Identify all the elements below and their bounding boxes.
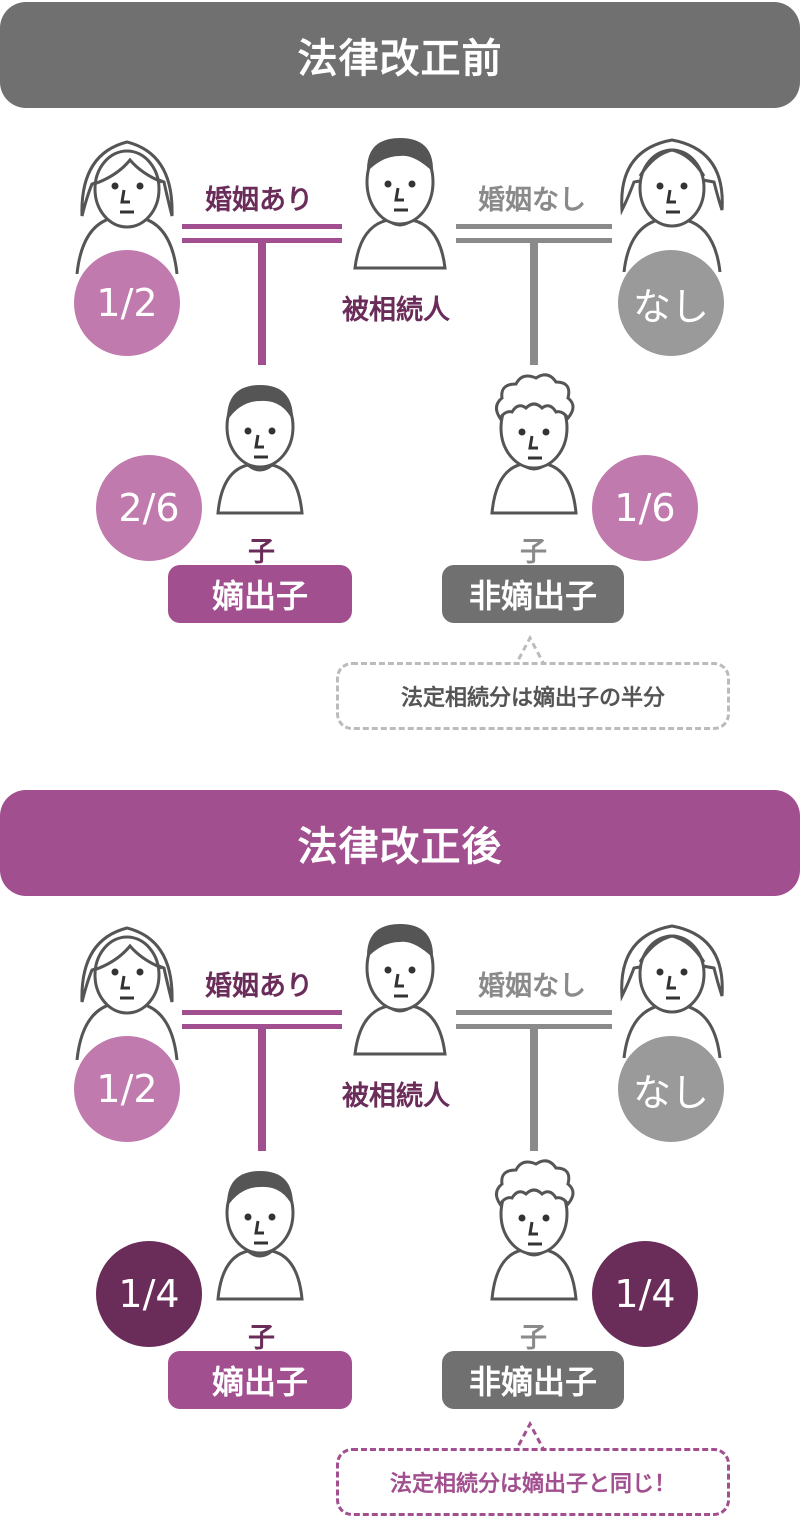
unmarried-line-bottom — [456, 1024, 612, 1029]
legit-child-share: 1/4 — [118, 1272, 180, 1316]
illegit-child-label: 子 — [520, 537, 547, 568]
spouse-share: 1/2 — [96, 281, 158, 325]
illegit-tag-label: 非嫡出子 — [468, 1363, 597, 1401]
spouse-share-circle: 1/2 — [74, 250, 180, 356]
married-line-bottom — [182, 1024, 342, 1029]
partner-share-circle: なし — [618, 1036, 724, 1142]
illegit-child-share-circle: 1/4 — [592, 1241, 698, 1347]
note-box: 法定相続分は嫡出子の半分 — [336, 662, 730, 730]
deceased-label: 被相続人 — [342, 1081, 450, 1112]
legit-child-icon — [216, 1171, 304, 1301]
legit-child-label: 子 — [248, 1323, 275, 1354]
legit-child-icon — [216, 385, 304, 515]
unmarried-label: 婚姻なし — [478, 185, 586, 216]
illegit-tag: 非嫡出子 — [442, 565, 624, 623]
unmarried-line-top — [456, 1010, 612, 1015]
deceased-label: 被相続人 — [342, 295, 450, 326]
married-line-bottom — [182, 238, 342, 243]
note-text: 法定相続分は嫡出子と同じ！ — [389, 1472, 676, 1497]
note-text: 法定相続分は嫡出子の半分 — [400, 686, 665, 711]
illegit-child-share-circle: 1/6 — [592, 455, 698, 561]
illegit-child-icon — [490, 1159, 578, 1301]
deceased-icon — [353, 138, 447, 270]
illegit-child-icon — [490, 373, 578, 515]
unmarried-child-line — [530, 243, 538, 365]
legit-child-share-circle: 2/6 — [96, 455, 202, 561]
partner-share-circle: なし — [618, 250, 724, 356]
spouse-share-circle: 1/2 — [74, 1036, 180, 1142]
illegit-child-share: 1/6 — [614, 486, 676, 530]
deceased-icon — [353, 924, 447, 1056]
married-child-line — [258, 1029, 266, 1151]
spouse-icon — [75, 140, 179, 274]
after-banner: 法律改正後 — [0, 790, 800, 896]
illegit-child-share: 1/4 — [614, 1272, 676, 1316]
illegit-tag-label: 非嫡出子 — [468, 577, 597, 615]
married-child-line — [258, 243, 266, 365]
illegit-child-label: 子 — [520, 1323, 547, 1354]
after-title: 法律改正後 — [297, 824, 503, 870]
married-label: 婚姻あり — [205, 185, 313, 216]
legit-child-share-circle: 1/4 — [96, 1241, 202, 1347]
married-label: 婚姻あり — [205, 971, 313, 1002]
unmarried-child-line — [530, 1029, 538, 1151]
unmarried-label: 婚姻なし — [478, 971, 586, 1002]
unmarried-line-top — [456, 224, 612, 229]
unmarried-line-bottom — [456, 238, 612, 243]
note-box: 法定相続分は嫡出子と同じ！ — [336, 1448, 730, 1516]
married-line-top — [182, 224, 342, 229]
spouse-share: 1/2 — [96, 1067, 158, 1111]
after-section: 婚姻あり 婚姻なし 1/2 被相続人 — [0, 786, 800, 1526]
before-section: 婚姻あり 婚姻なし 1/2 被相続人 — [0, 0, 800, 740]
legit-child-share: 2/6 — [118, 486, 180, 530]
before-banner: 法律改正前 — [0, 2, 800, 108]
note-pointer — [512, 634, 548, 668]
partner-share: なし — [632, 1070, 709, 1115]
partner-icon — [620, 138, 724, 272]
legit-tag: 嫡出子 — [168, 1351, 352, 1409]
partner-share: なし — [632, 284, 709, 329]
legit-tag: 嫡出子 — [168, 565, 352, 623]
illegit-tag: 非嫡出子 — [442, 1351, 624, 1409]
before-title: 法律改正前 — [297, 36, 503, 82]
married-line-top — [182, 1010, 342, 1015]
legit-tag-label: 嫡出子 — [211, 1363, 308, 1401]
note-pointer — [512, 1420, 548, 1454]
legit-tag-label: 嫡出子 — [211, 577, 308, 615]
legit-child-label: 子 — [248, 537, 275, 568]
